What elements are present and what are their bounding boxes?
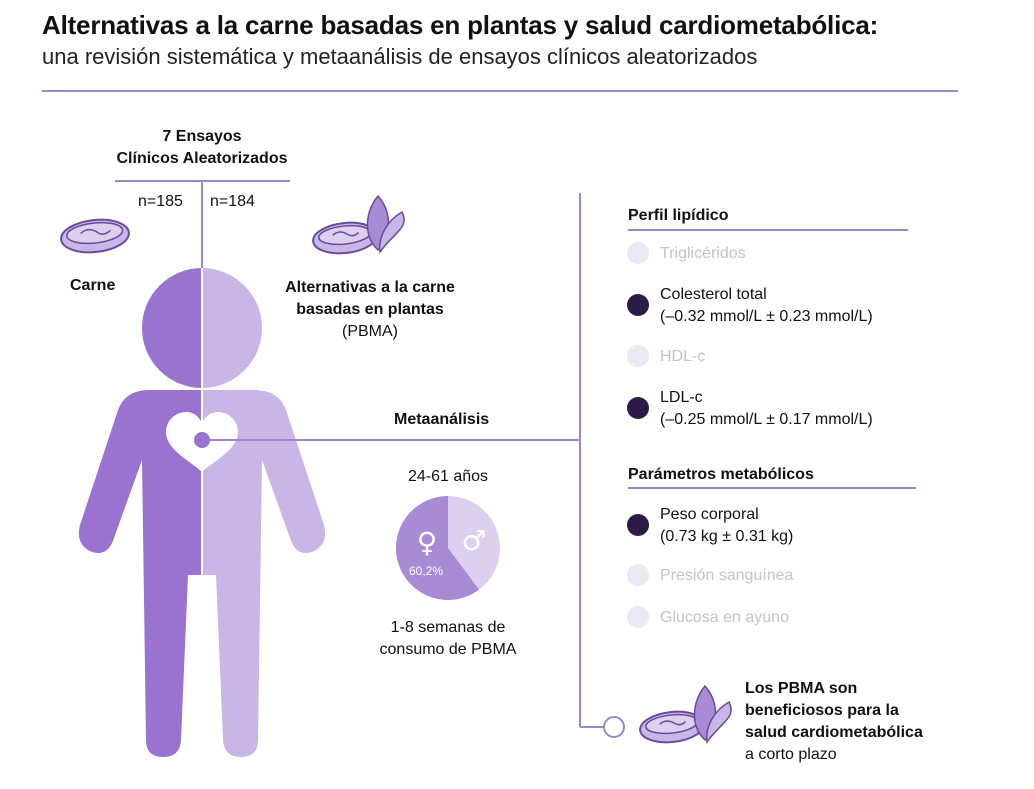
body-weight-down-icon <box>627 514 649 536</box>
female-percentage: 60,2% <box>408 564 444 578</box>
pbma-abbreviation: (PBMA) <box>342 323 398 340</box>
duration-line1: 1-8 semanas de <box>390 619 506 636</box>
conclusion-line3: salud cardiometabólica <box>745 724 923 741</box>
steak-icon <box>60 218 130 254</box>
header-divider <box>42 90 958 92</box>
lipid-heading-underline <box>628 229 908 231</box>
total-cholesterol-detail: (–0.32 mmol/L ± 0.23 mmol/L) <box>660 308 873 325</box>
pie-slice-female <box>396 496 480 600</box>
figure-left-half <box>78 268 202 757</box>
infographic-title: Alternativas a la carne basadas en plant… <box>42 10 879 40</box>
conclusion-node <box>603 716 625 738</box>
n-pbma: n=184 <box>210 193 255 210</box>
hdl-status-dot <box>627 345 649 367</box>
total-cholesterol-label: Colesterol total <box>660 286 767 303</box>
conclusion-plant-steak-icon <box>639 684 732 745</box>
conclusion-line4: a corto plazo <box>745 746 837 763</box>
body-weight-detail: (0.73 kg ± 0.31 kg) <box>660 528 794 545</box>
pbma-label-line2: basadas en plantas <box>296 301 444 318</box>
female-icon: ♀ <box>417 526 438 559</box>
ldl-detail: (–0.25 mmol/L ± 0.17 mmol/L) <box>660 411 873 428</box>
plant-steak-icon <box>312 194 405 255</box>
fasting-glucose-label: Glucosa en ayuno <box>660 609 789 626</box>
ldl-down-icon <box>627 397 649 419</box>
sex-pie-chart: ♀ ♂ <box>396 496 500 600</box>
conclusion-line1: Los PBMA son <box>745 680 858 697</box>
blood-pressure-status-dot <box>627 564 649 586</box>
triglycerides-status-dot <box>627 242 649 264</box>
meat-group-label: Carne <box>70 277 116 294</box>
metabolic-heading-underline <box>628 487 916 489</box>
hdl-label: HDL-c <box>660 348 706 365</box>
metaanalysis-label: Metaanálisis <box>394 411 490 428</box>
body-weight-label: Peso corporal <box>660 506 759 523</box>
infographic-subtitle: una revisión sistemática y metaanálisis … <box>42 44 758 69</box>
fasting-glucose-status-dot <box>627 606 649 628</box>
heart-center-dot <box>194 432 210 448</box>
duration-line2: consumo de PBMA <box>379 641 517 658</box>
ldl-label: LDL-c <box>660 389 703 406</box>
pbma-label-line1: Alternativas a la carne <box>285 279 455 296</box>
metabolic-heading: Parámetros metabólicos <box>628 466 814 483</box>
lipid-heading: Perfil lipídico <box>628 207 729 224</box>
male-icon: ♂ <box>461 524 486 557</box>
n-meat: n=185 <box>138 193 183 210</box>
blood-pressure-label: Presión sanguínea <box>660 567 794 584</box>
triglycerides-label: Triglicéridos <box>660 245 746 262</box>
age-range: 24-61 años <box>407 468 489 485</box>
figure-right-half <box>202 268 326 757</box>
trials-label-line1: 7 Ensayos <box>162 128 242 145</box>
total-cholesterol-down-icon <box>627 294 649 316</box>
conclusion-line2: beneficiosos para la <box>745 702 899 719</box>
trials-label-line2: Clínicos Aleatorizados <box>116 150 288 167</box>
